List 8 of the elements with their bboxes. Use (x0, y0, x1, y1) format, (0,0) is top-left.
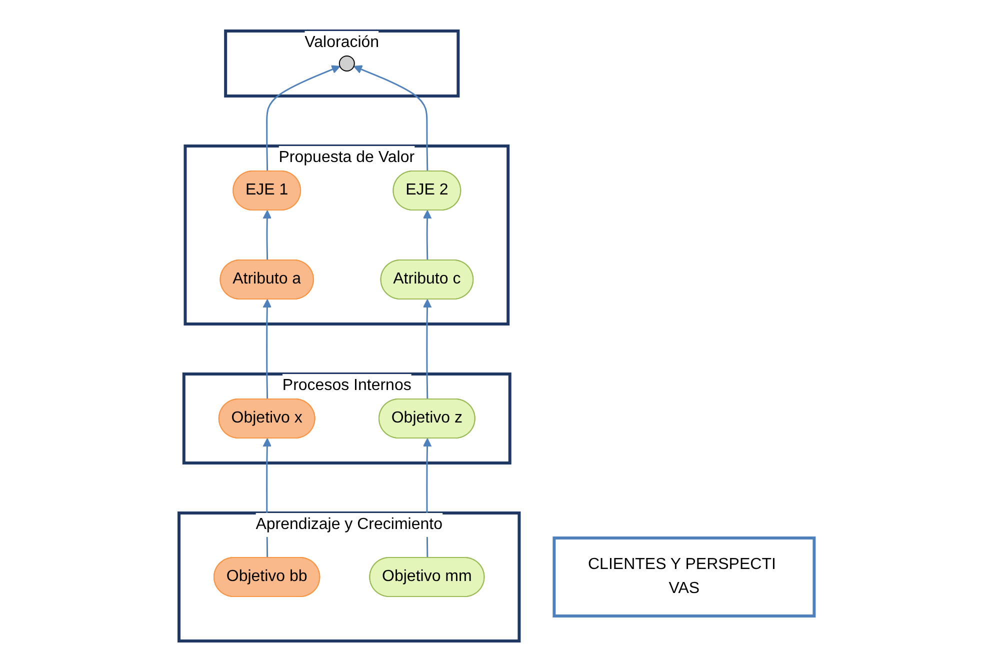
arrow (266, 64, 340, 171)
node-box: CLIENTES Y PERSPECTI VAS (552, 536, 816, 617)
arrow (262, 210, 272, 260)
arrow (422, 298, 432, 399)
arrow (422, 210, 432, 260)
arrow (262, 298, 272, 399)
arrow (353, 64, 428, 171)
node-circle (338, 55, 355, 71)
